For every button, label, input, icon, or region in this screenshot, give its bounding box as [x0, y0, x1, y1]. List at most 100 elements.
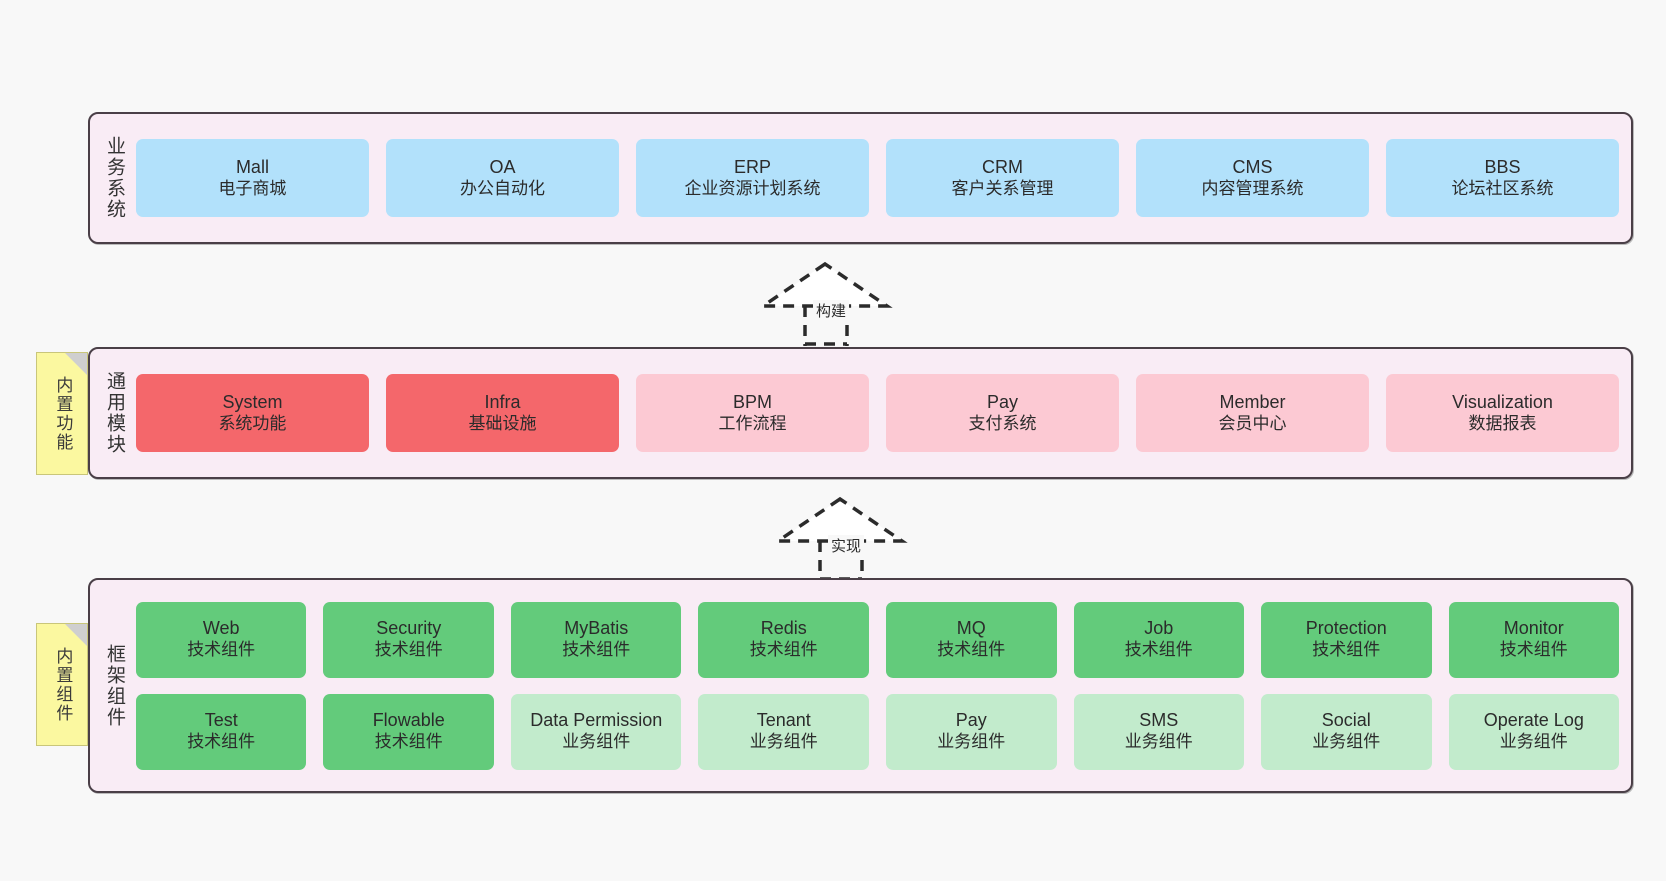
node-pay-module-sub: 支付系统 — [968, 413, 1037, 433]
modules-row: System 系统功能 Infra 基础设施 BPM 工作流程 Pay 支付系统… — [135, 374, 1620, 452]
node-pay-module[interactable]: Pay 支付系统 — [885, 374, 1119, 452]
node-security-sub: 技术组件 — [374, 640, 443, 660]
layer-business-label: 业务系统 — [103, 136, 125, 220]
node-web-name: Web — [202, 618, 240, 639]
framework-row-tech: Web 技术组件 Security 技术组件 MyBatis 技术组件 Redi… — [135, 601, 1620, 678]
node-bpm[interactable]: BPM 工作流程 — [635, 374, 869, 452]
node-visualization-name: Visualization — [1452, 391, 1553, 412]
node-pay-component[interactable]: Pay 业务组件 — [886, 693, 1057, 770]
node-data-permission[interactable]: Data Permission 业务组件 — [510, 693, 682, 770]
node-bpm-sub: 工作流程 — [718, 413, 787, 433]
sticky-note-builtin-component-text: 内置组件 — [53, 646, 73, 723]
node-job-sub: 技术组件 — [1124, 640, 1193, 660]
node-operate-log[interactable]: Operate Log 业务组件 — [1448, 693, 1620, 770]
node-flowable-sub: 技术组件 — [374, 732, 443, 752]
node-monitor[interactable]: Monitor 技术组件 — [1448, 601, 1620, 678]
node-system[interactable]: System 系统功能 — [135, 374, 369, 452]
node-operate-log-name: Operate Log — [1483, 710, 1584, 731]
node-redis[interactable]: Redis 技术组件 — [698, 601, 869, 678]
node-sms-name: SMS — [1139, 710, 1179, 731]
node-infra[interactable]: Infra 基础设施 — [385, 374, 619, 452]
node-pay-component-name: Pay — [955, 710, 987, 731]
business-row: Mall 电子商城 OA 办公自动化 ERP 企业资源计划系统 CRM 客户关系… — [135, 139, 1620, 217]
node-infra-sub: 基础设施 — [468, 413, 537, 433]
node-social-name: Social — [1321, 710, 1371, 731]
node-system-sub: 系统功能 — [218, 413, 287, 433]
node-mall[interactable]: Mall 电子商城 — [135, 139, 369, 217]
node-sms-sub: 业务组件 — [1124, 732, 1193, 752]
sticky-note-builtin-function: 内置功能 — [36, 352, 88, 475]
layer-business-systems: 业务系统 Mall 电子商城 OA 办公自动化 ERP 企业资源计划系统 CRM… — [88, 112, 1633, 244]
layer-modules-label: 通用模块 — [103, 371, 125, 455]
node-mybatis-sub: 技术组件 — [562, 640, 631, 660]
node-cms-sub: 内容管理系统 — [1201, 178, 1304, 198]
fold-corner-icon — [65, 353, 87, 375]
node-mybatis-name: MyBatis — [564, 618, 629, 639]
node-mq[interactable]: MQ 技术组件 — [886, 601, 1057, 678]
node-protection-sub: 技术组件 — [1312, 640, 1381, 660]
node-visualization[interactable]: Visualization 数据报表 — [1386, 374, 1620, 452]
node-erp-sub: 企业资源计划系统 — [684, 178, 821, 198]
connector-implement-label: 实现 — [828, 535, 865, 556]
node-mq-name: MQ — [956, 618, 986, 639]
node-erp[interactable]: ERP 企业资源计划系统 — [635, 139, 869, 217]
node-social[interactable]: Social 业务组件 — [1261, 693, 1432, 770]
node-data-permission-sub: 业务组件 — [562, 732, 631, 752]
node-flowable-name: Flowable — [372, 710, 445, 731]
node-job[interactable]: Job 技术组件 — [1073, 601, 1245, 678]
node-crm[interactable]: CRM 客户关系管理 — [885, 139, 1119, 217]
connector-implement: 实现 — [770, 493, 920, 581]
node-oa-name: OA — [489, 156, 516, 177]
node-cms-name: CMS — [1232, 156, 1273, 177]
node-mall-name: Mall — [235, 156, 269, 177]
fold-corner-icon — [65, 624, 87, 646]
layer-common-modules: 通用模块 System 系统功能 Infra 基础设施 BPM 工作流程 Pay… — [88, 347, 1633, 479]
node-bpm-name: BPM — [732, 391, 772, 412]
node-member[interactable]: Member 会员中心 — [1136, 374, 1370, 452]
node-tenant[interactable]: Tenant 业务组件 — [698, 693, 869, 770]
node-security[interactable]: Security 技术组件 — [323, 601, 494, 678]
connector-build-label: 构建 — [813, 300, 850, 321]
node-mall-sub: 电子商城 — [218, 178, 287, 198]
node-bbs-sub: 论坛社区系统 — [1451, 178, 1554, 198]
node-member-sub: 会员中心 — [1218, 413, 1287, 433]
node-protection[interactable]: Protection 技术组件 — [1261, 601, 1432, 678]
node-pay-component-sub: 业务组件 — [937, 732, 1006, 752]
node-erp-name: ERP — [733, 156, 771, 177]
layer-framework-body: Web 技术组件 Security 技术组件 MyBatis 技术组件 Redi… — [130, 580, 1631, 791]
node-social-sub: 业务组件 — [1312, 732, 1381, 752]
layer-framework-label: 框架组件 — [103, 643, 125, 728]
node-mybatis[interactable]: MyBatis 技术组件 — [510, 601, 682, 678]
sticky-note-builtin-component: 内置组件 — [36, 623, 88, 746]
node-mq-sub: 技术组件 — [937, 640, 1006, 660]
node-test-name: Test — [204, 710, 238, 731]
node-crm-sub: 客户关系管理 — [951, 178, 1054, 198]
node-data-permission-name: Data Permission — [530, 710, 663, 731]
node-web-sub: 技术组件 — [187, 640, 256, 660]
node-bbs[interactable]: BBS 论坛社区系统 — [1386, 139, 1620, 217]
layer-business-body: Mall 电子商城 OA 办公自动化 ERP 企业资源计划系统 CRM 客户关系… — [130, 114, 1631, 242]
node-operate-log-sub: 业务组件 — [1499, 732, 1568, 752]
layer-framework-components: 框架组件 Web 技术组件 Security 技术组件 MyBatis 技术组件… — [88, 578, 1633, 793]
node-system-name: System — [222, 391, 283, 412]
connector-build: 构建 — [755, 258, 905, 346]
node-web[interactable]: Web 技术组件 — [135, 601, 307, 678]
node-sms[interactable]: SMS 业务组件 — [1073, 693, 1245, 770]
node-oa-sub: 办公自动化 — [459, 178, 545, 198]
node-monitor-name: Monitor — [1503, 618, 1564, 639]
node-pay-module-name: Pay — [986, 391, 1018, 412]
node-visualization-sub: 数据报表 — [1468, 413, 1537, 433]
node-flowable[interactable]: Flowable 技术组件 — [323, 693, 494, 770]
node-test-sub: 技术组件 — [187, 732, 256, 752]
node-bbs-name: BBS — [1484, 156, 1521, 177]
node-tenant-sub: 业务组件 — [749, 732, 818, 752]
node-test[interactable]: Test 技术组件 — [135, 693, 307, 770]
node-cms[interactable]: CMS 内容管理系统 — [1136, 139, 1370, 217]
node-crm-name: CRM — [981, 156, 1023, 177]
node-protection-name: Protection — [1305, 618, 1387, 639]
node-monitor-sub: 技术组件 — [1499, 640, 1568, 660]
node-oa[interactable]: OA 办公自动化 — [385, 139, 619, 217]
layer-modules-body: System 系统功能 Infra 基础设施 BPM 工作流程 Pay 支付系统… — [130, 349, 1631, 477]
node-member-name: Member — [1219, 391, 1286, 412]
